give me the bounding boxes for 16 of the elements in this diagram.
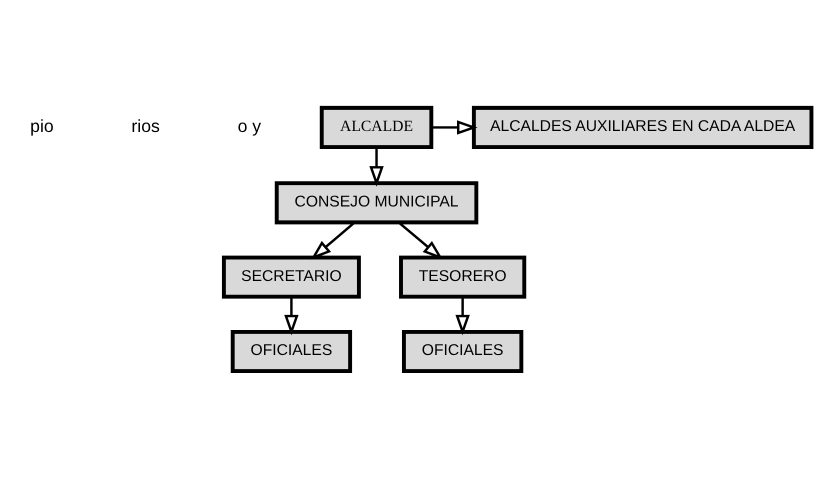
node-box: ALCALDE [320, 106, 434, 149]
arrow [455, 296, 470, 336]
arrow [369, 147, 384, 187]
label: o y [238, 116, 262, 136]
label: pio [30, 116, 54, 136]
arrow [398, 222, 444, 260]
arrow [284, 296, 299, 336]
arrow [431, 120, 478, 135]
node-box: SECRETARIO [222, 256, 361, 299]
node-box: OFICIALES [230, 330, 352, 374]
node-box: OFICIALES [402, 330, 524, 374]
node-box: TESORERO [399, 256, 526, 299]
arrow [310, 222, 356, 260]
node-box: CONSEJO MUNICIPAL [274, 181, 478, 224]
label: rios [131, 116, 160, 136]
node-box: ALCALDES AUXILIARES EN CADA ALDEA [472, 106, 814, 149]
